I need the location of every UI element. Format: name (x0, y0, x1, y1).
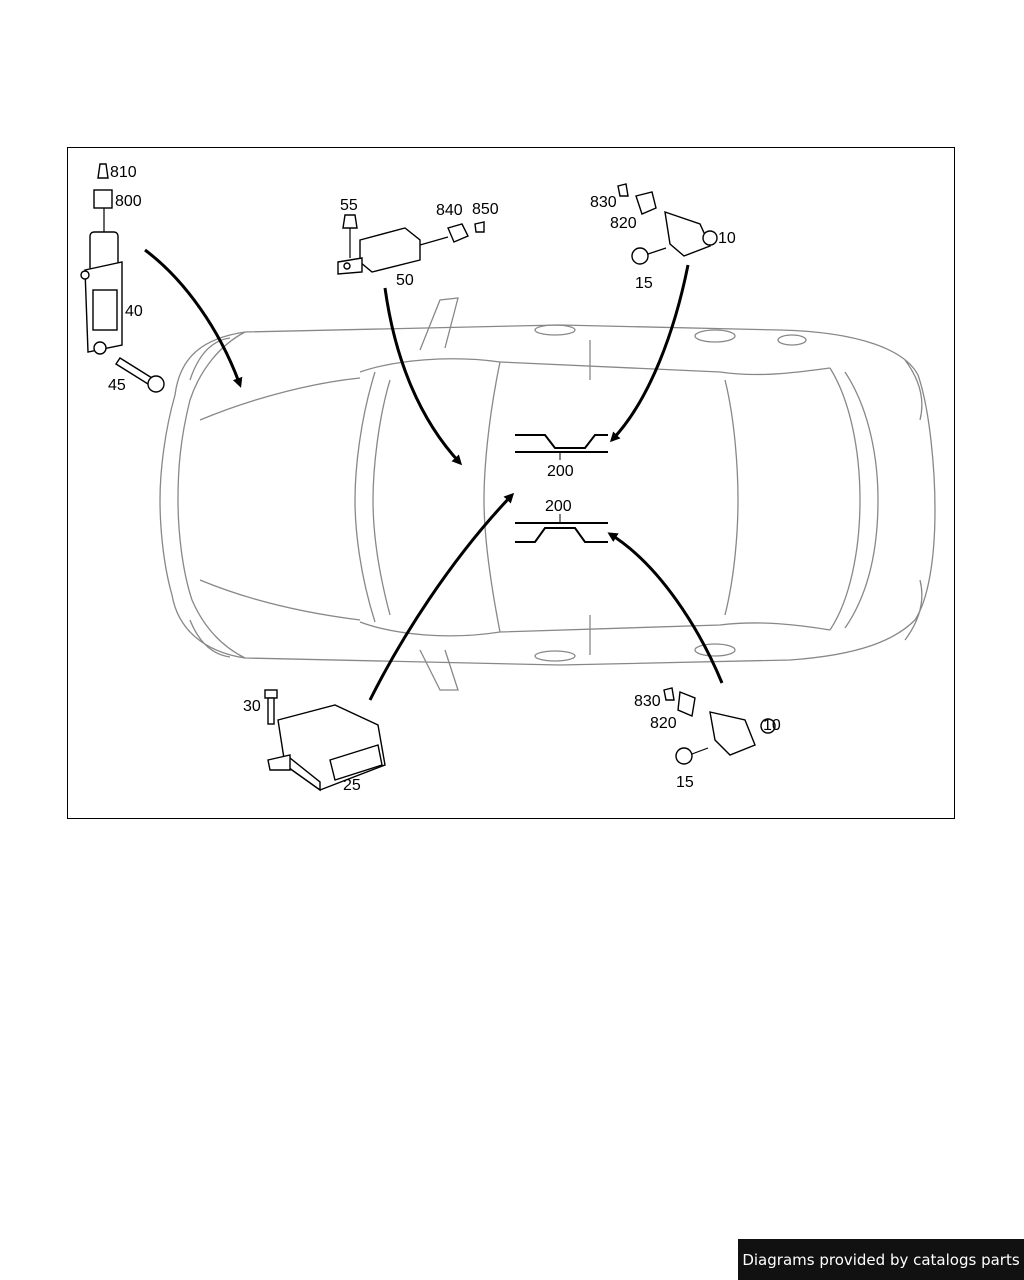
module-part-50 (337, 214, 485, 275)
label-55: 55 (340, 197, 358, 214)
label-850: 850 (472, 201, 499, 218)
label-800: 800 (115, 193, 142, 210)
label-830-lower: 830 (634, 693, 661, 710)
label-820-lower: 820 (650, 715, 677, 732)
label-40: 40 (125, 303, 143, 320)
part-labels: 810 800 40 45 55 840 850 50 830 820 10 1… (108, 164, 781, 794)
label-840: 840 (436, 202, 463, 219)
label-200-lower: 200 (545, 498, 572, 515)
label-45: 45 (108, 377, 126, 394)
label-15-upper: 15 (635, 275, 653, 292)
bolt-part-45 (115, 357, 165, 393)
label-25: 25 (343, 777, 361, 794)
label-10-lower: 10 (763, 717, 781, 734)
label-200-upper: 200 (547, 463, 574, 480)
connection-arrows (144, 248, 724, 701)
harness-symbol-lower (515, 514, 608, 543)
label-30: 30 (243, 698, 261, 715)
car-outline (159, 297, 936, 691)
sensor-part-40 (80, 163, 123, 355)
sensor-part-10-upper (617, 183, 718, 265)
sensor-part-10-lower (663, 687, 776, 765)
harness-symbol-upper (515, 434, 608, 460)
diagram-frame (67, 147, 955, 819)
label-830-upper: 830 (590, 194, 617, 211)
footer-credit-badge: Diagrams provided by catalogs parts (738, 1239, 1024, 1280)
label-15-lower: 15 (676, 774, 694, 791)
control-unit-part-25 (264, 689, 386, 792)
label-10-upper: 10 (718, 230, 736, 247)
label-810: 810 (110, 164, 137, 181)
label-820-upper: 820 (610, 215, 637, 232)
footer-credit-text: Diagrams provided by catalogs parts (742, 1250, 1020, 1269)
label-50: 50 (396, 272, 414, 289)
